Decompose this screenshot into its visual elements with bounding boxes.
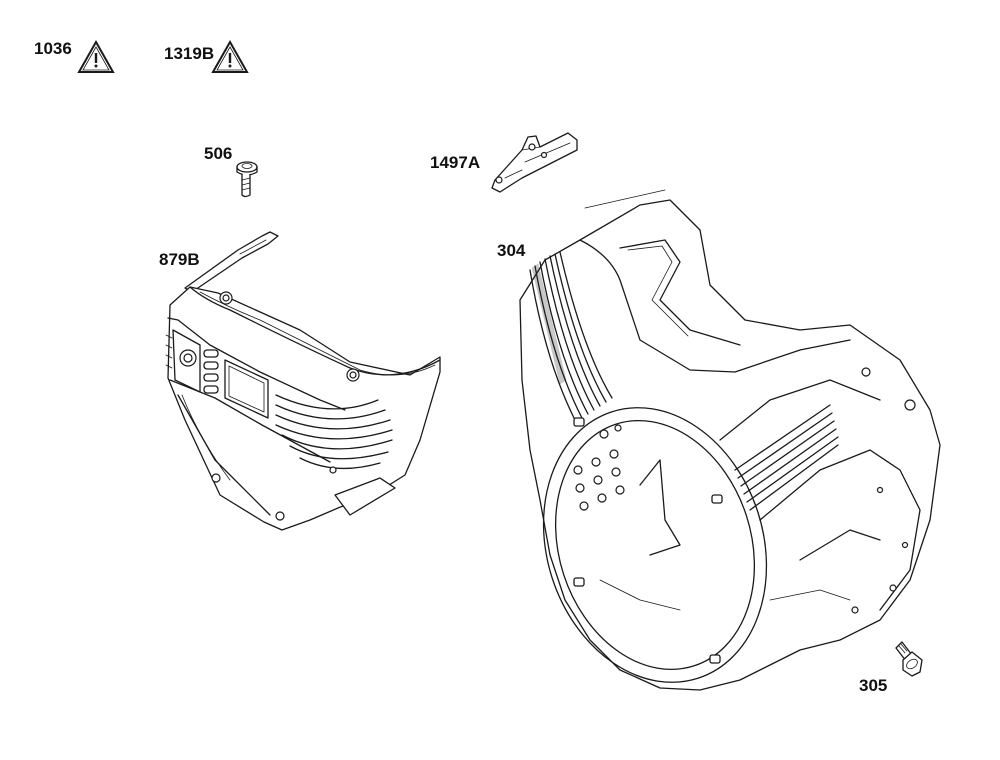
blower-cover-879b-drawing xyxy=(165,231,441,531)
housing-vent-holes xyxy=(573,424,625,511)
part-label-879b: 879B xyxy=(159,250,200,269)
bracket-1497a-drawing xyxy=(491,132,666,209)
part-label-506: 506 xyxy=(204,144,233,163)
part-label-304: 304 xyxy=(497,241,526,260)
warning-triangle-icon xyxy=(77,39,115,73)
warning-triangle-icon xyxy=(211,39,249,73)
screw-305-drawing xyxy=(895,641,923,677)
part-label-305: 305 xyxy=(859,676,888,695)
part-label-1036: 1036 xyxy=(34,39,72,58)
screw-506-drawing xyxy=(236,161,258,198)
part-label-1319b: 1319B xyxy=(164,44,215,63)
part-label-1497a: 1497A xyxy=(430,153,481,172)
blower-housing-304-drawing xyxy=(519,199,941,691)
